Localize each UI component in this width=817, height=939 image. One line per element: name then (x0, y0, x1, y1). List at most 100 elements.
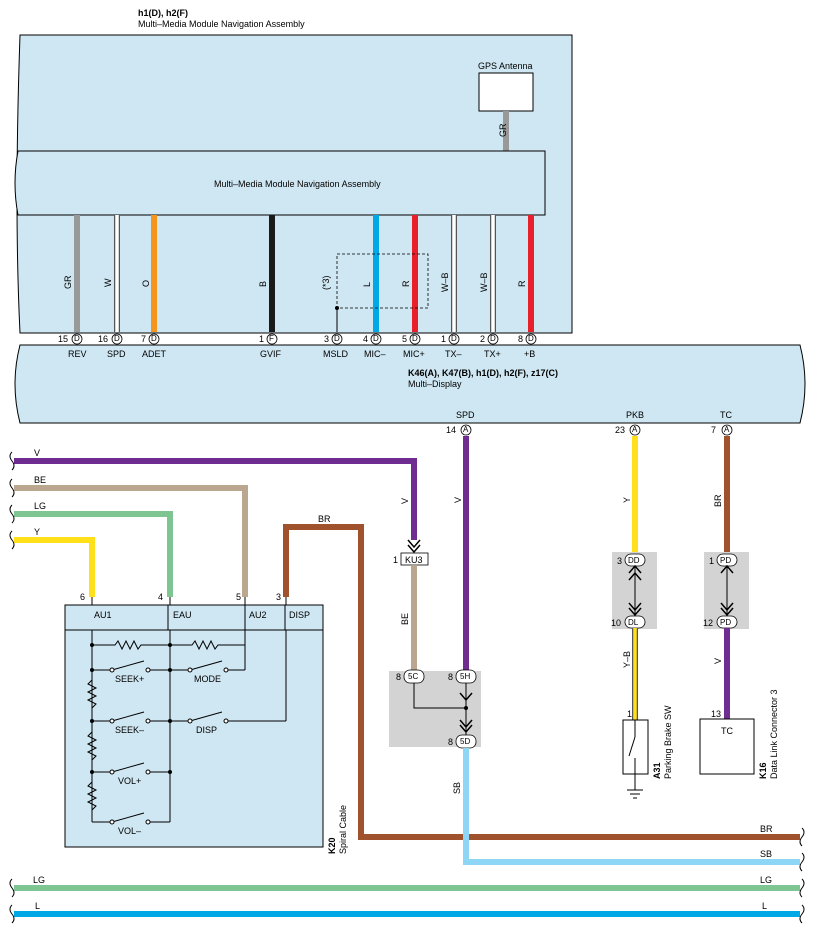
pin-label: TC (720, 410, 732, 420)
joint-label: PD (720, 556, 732, 565)
joint-pin-number: 1 (709, 556, 715, 566)
pin-number: 7 (141, 334, 147, 344)
pin-label: MSLD (323, 349, 349, 359)
wire-label: LG (760, 875, 773, 885)
pin-label: REV (68, 349, 87, 359)
gps-antenna-label: GPS Antenna (478, 61, 533, 71)
switch-label: VOL+ (118, 776, 142, 786)
dlc-ref: K16 (758, 762, 768, 779)
wire-label: SB (760, 849, 773, 859)
nav-inner-box (14, 150, 546, 216)
wire-label: BR (318, 514, 331, 524)
wire-label: Y (622, 496, 632, 503)
joint-pin-number: 3 (617, 556, 623, 566)
display-name: Multi–Display (408, 379, 462, 389)
pin-number: 5 (402, 334, 408, 344)
pin-connector: A (632, 425, 638, 434)
pin-number: 4 (363, 334, 369, 344)
pin-connector: D (373, 334, 379, 343)
wire-label: V (34, 448, 41, 458)
spiral-name: Spiral Cable (338, 804, 348, 854)
pin-label: MIC– (364, 349, 386, 359)
nav-wire-label: R (517, 280, 527, 288)
wire-label: BE (34, 475, 47, 485)
pin-label: MIC+ (403, 349, 425, 359)
dlc-name: Data Link Connector 3 (769, 689, 779, 779)
pin-connector: A (463, 425, 469, 434)
pin-label: TX+ (484, 349, 501, 359)
nav-inner-title: Multi–Media Module Navigation Assembly (214, 179, 381, 189)
ku3-label: KU3 (405, 555, 423, 565)
switch-label: MODE (194, 674, 221, 684)
pin-connector: A (724, 425, 730, 434)
data-link-connector-box (699, 718, 755, 775)
switch-label: VOL– (118, 826, 142, 836)
wire-label: L (762, 901, 768, 911)
nav-wire-label: R (401, 280, 411, 288)
pin-connector: D (412, 334, 418, 343)
nav-wire-label: W (103, 278, 113, 288)
pin-label: ADET (142, 349, 167, 359)
junction-label: 5H (460, 672, 471, 681)
pin-label: GVIF (260, 349, 282, 359)
pin-connector: D (451, 334, 457, 343)
junction-label: 5C (408, 672, 419, 681)
joint-pin-number: 12 (703, 618, 714, 628)
pin-label: PKB (626, 410, 645, 420)
spiral-pin-number: 4 (158, 592, 164, 602)
pin-connector: D (490, 334, 496, 343)
nav-wire-label: L (362, 281, 372, 287)
pin-number: 8 (518, 334, 524, 344)
pin-connector: D (114, 334, 120, 343)
junction-pin-number: 8 (396, 672, 402, 682)
multi-display-panel (14, 344, 806, 424)
joint-pin-number: 10 (611, 618, 622, 628)
pin-label: SPD (456, 410, 475, 420)
joint-label: DD (628, 556, 640, 565)
ku3-pin-number: 1 (393, 555, 399, 565)
dlc-box-label: TC (721, 726, 733, 736)
pin-number: 7 (711, 425, 717, 435)
spiral-pin-label: AU1 (94, 610, 112, 620)
spiral-pin-number: 5 (236, 592, 242, 602)
nav-ref: h1(D), h2(F) (138, 8, 188, 18)
pin-number: 2 (480, 334, 486, 344)
pin-connector: D (151, 334, 157, 343)
spiral-cable-panel (64, 604, 324, 848)
spiral-ref: K20 (327, 837, 337, 854)
spiral-pin-label: EAU (173, 610, 192, 620)
junction-pin-number: 8 (448, 672, 454, 682)
wire-label: V (713, 657, 723, 664)
wire-label: LG (33, 875, 46, 885)
joint-label: PD (720, 618, 732, 627)
junction-pin-number: 8 (448, 737, 454, 747)
spiral-pin-number: 3 (276, 592, 282, 602)
dlc-pin-number: 13 (711, 709, 722, 719)
pin-number: 16 (98, 334, 109, 344)
pin-number: 1 (441, 334, 447, 344)
display-ref: K46(A), K47(B), h1(D), h2(F), z17(C) (408, 368, 559, 378)
pin-label: +B (524, 349, 536, 359)
switch-label: SEEK– (115, 725, 145, 735)
wire-label: V (453, 496, 463, 503)
nav-wire-label: W–B (440, 272, 450, 292)
pin-label: SPD (107, 349, 126, 359)
wire-label: V (400, 497, 410, 504)
nav-wire-label: W–B (479, 272, 489, 292)
nav-wire-label: B (258, 280, 268, 287)
parking-name: Parking Brake SW (663, 705, 673, 779)
parking-ref: A31 (652, 762, 662, 779)
wire-label: SB (452, 781, 462, 794)
switch-label: DISP (196, 725, 218, 735)
joint-label: DL (628, 618, 639, 627)
switch-label: SEEK+ (115, 674, 145, 684)
wire-label: Y–B (622, 650, 632, 668)
pin-number: 3 (324, 334, 330, 344)
nav-wire-label: GR (63, 275, 73, 290)
wire-label: BR (713, 494, 723, 507)
wire-label: L (35, 901, 41, 911)
wire-label: BE (400, 612, 410, 625)
pin-label: TX– (445, 349, 462, 359)
spiral-pin-label: DISP (289, 610, 311, 620)
